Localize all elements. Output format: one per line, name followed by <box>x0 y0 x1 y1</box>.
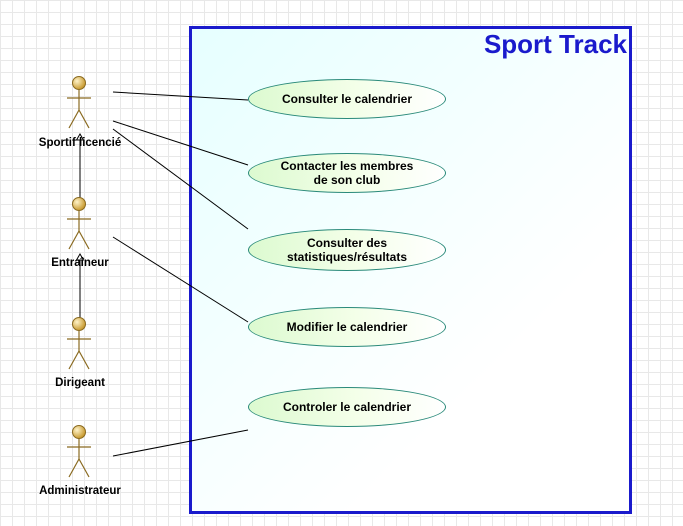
actor-label-dirigeant: Dirigeant <box>55 377 105 389</box>
actor-label-sportif: Sportif licencié <box>38 137 122 149</box>
usecase-label-line: Consulter le calendrier <box>281 92 413 106</box>
usecase-label-line: Contacter les membres <box>280 159 414 173</box>
association-line <box>112 128 249 230</box>
actor-entraineur-icon[interactable] <box>64 197 94 253</box>
actor-administrateur-icon[interactable] <box>64 425 94 481</box>
association-line <box>112 236 249 323</box>
generalization-arrowhead <box>75 133 85 141</box>
association-line <box>112 91 249 101</box>
actor-sportif-icon[interactable] <box>64 76 94 132</box>
usecase-label-line: Controler le calendrier <box>282 400 412 414</box>
usecase-modifier-calendrier[interactable]: Modifier le calendrier <box>248 307 446 347</box>
usecase-controler-calendrier[interactable]: Controler le calendrier <box>248 387 446 427</box>
usecase-label-line: de son club <box>313 173 381 187</box>
actor-dirigeant-icon[interactable] <box>64 317 94 373</box>
usecase-label-line: Modifier le calendrier <box>286 320 408 334</box>
generalization-arrowhead <box>75 253 85 261</box>
usecase-label-line: Consulter des <box>306 236 387 250</box>
association-line <box>112 429 249 457</box>
actor-label-administrateur: Administrateur <box>39 485 121 497</box>
association-line <box>112 120 249 166</box>
system-title: Sport Track <box>483 29 627 59</box>
usecase-label-line: statistiques/résultats <box>286 250 408 264</box>
actor-label-entraineur: Entraîneur <box>51 257 109 269</box>
usecase-consulter-calendrier[interactable]: Consulter le calendrier <box>248 79 446 119</box>
